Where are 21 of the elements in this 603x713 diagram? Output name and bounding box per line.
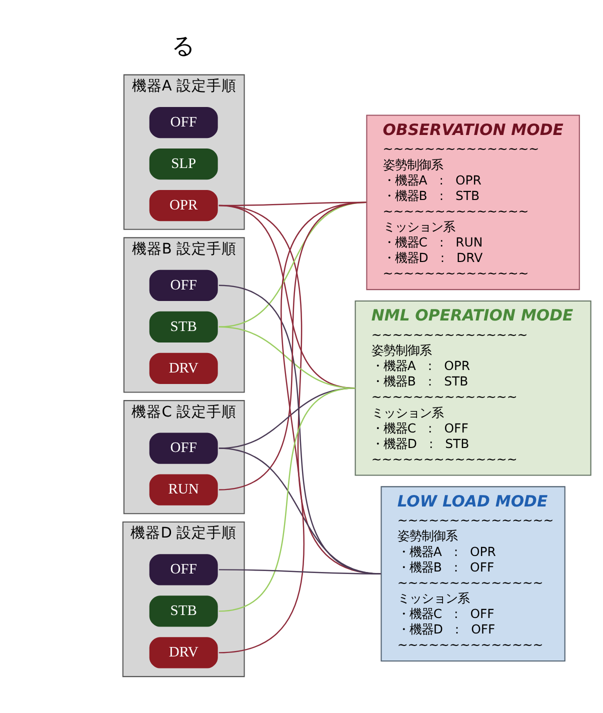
node-box: DRV [149, 352, 218, 384]
node-box: SLP [149, 148, 218, 180]
connector [218, 284, 381, 574]
connector [218, 447, 381, 574]
node-box: OFF [149, 269, 218, 300]
label: る [172, 33, 196, 58]
node-box: OFF [149, 106, 218, 138]
node-box: OFF [149, 432, 218, 464]
node-box: OBSERVATION MODE ~~~~~~~~~~~~~~~ 姿勢制御系 ・機器A : OPR ・機器B : STB ~~~~~~~~~~~~~~ ミッション系 ・機器C : RUN ・機器D : DRV ~~~~~~~~~~~~~~ [366, 114, 580, 290]
node-box: STB [149, 595, 218, 626]
node-box: DRV [149, 636, 218, 668]
connector [218, 387, 356, 612]
node-box: LOW LOAD MODE ~~~~~~~~~~~~~~~ 姿勢制御系 ・機器A : OPR ・機器B : OFF ~~~~~~~~~~~~~~ ミッション系 ・機器C : OFF ・機器D : OFF ~~~~~~~~~~~~~~ [380, 486, 566, 661]
node-box: NML OPERATION MODE ~~~~~~~~~~~~~~~ 姿勢制御系 ・機器A : OPR ・機器B : STB ~~~~~~~~~~~~~~ ミッション系 ・機器C : OFF ・機器D : STB ~~~~~~~~~~~~~~ [354, 300, 592, 476]
connector [218, 568, 381, 574]
node-box: OPR [149, 189, 218, 221]
node-box: STB [149, 310, 218, 342]
node-box: OFF [149, 554, 218, 585]
connector [218, 204, 381, 574]
connector [218, 201, 366, 653]
node-box: RUN [149, 474, 218, 505]
